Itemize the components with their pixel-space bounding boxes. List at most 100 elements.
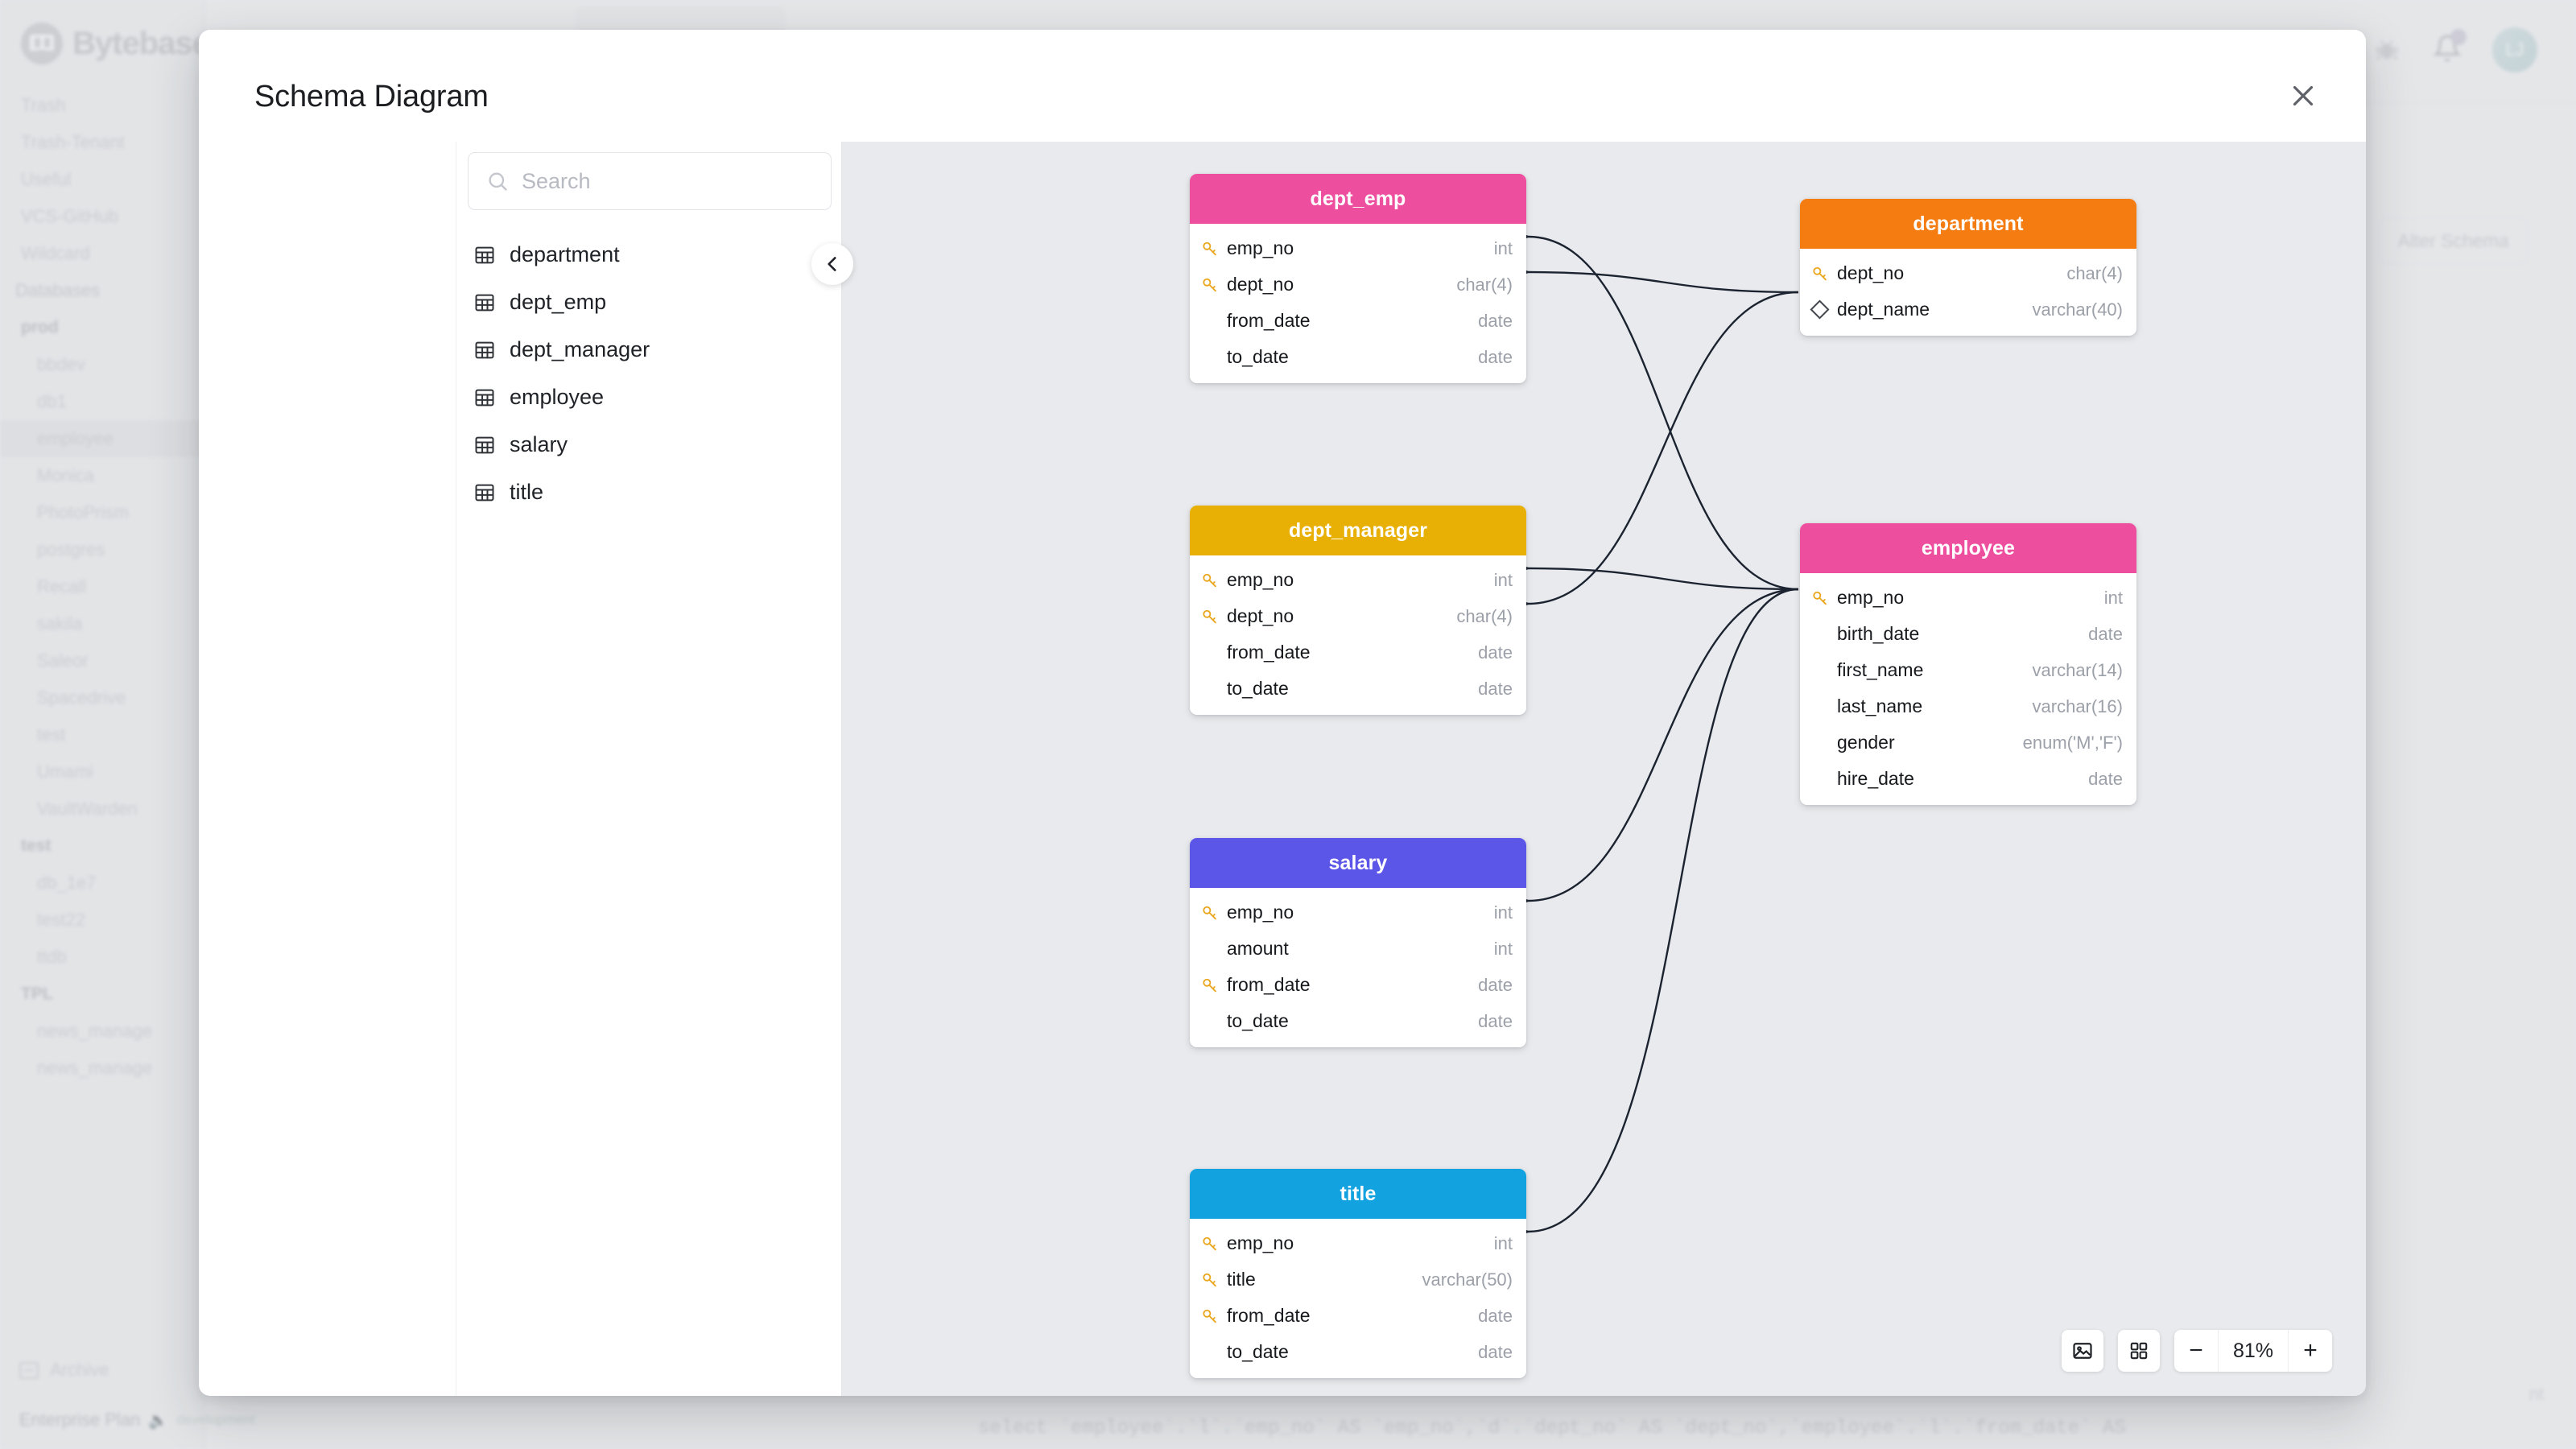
sidebar-item-useful[interactable]: Useful xyxy=(0,161,205,198)
sidebar-item-test[interactable]: test xyxy=(0,828,205,865)
sidebar-item-tpl[interactable]: TPL xyxy=(0,976,205,1013)
zoom-level-value[interactable]: 81% xyxy=(2218,1330,2289,1372)
table-list-item-label: dept_emp xyxy=(510,290,607,314)
image-export-button[interactable] xyxy=(2062,1330,2103,1372)
sidebar-item-ttdb[interactable]: ttdb xyxy=(0,939,205,976)
sidebar-item-label: employee xyxy=(37,428,114,448)
sidebar-item-prod[interactable]: prod xyxy=(0,309,205,346)
grid-icon xyxy=(2130,1342,2148,1360)
node-title-dept_emp: dept_emp xyxy=(1190,174,1526,224)
table-list-item-salary[interactable]: salary xyxy=(468,421,832,469)
bug-icon[interactable] xyxy=(2372,35,2402,65)
table-icon xyxy=(475,436,494,453)
sidebar-item-wildcard[interactable]: Wildcard xyxy=(0,235,205,272)
primary-key-icon xyxy=(1203,278,1216,291)
sidebar-item-vcs-github[interactable]: VCS-GitHub xyxy=(0,198,205,235)
sidebar-item-umami[interactable]: Umami xyxy=(0,753,205,791)
sidebar-item-db-1e7[interactable]: db_1e7 xyxy=(0,865,205,902)
sidebar-item-monica[interactable]: Monica xyxy=(0,457,205,494)
search-input[interactable] xyxy=(522,168,819,194)
sidebar-item-test22[interactable]: test22 xyxy=(0,902,205,939)
table-list-item-department[interactable]: department xyxy=(468,231,832,279)
column-name: title xyxy=(1227,1269,1256,1290)
zoom-out-button[interactable]: − xyxy=(2189,1337,2203,1364)
sidebar-item-recall[interactable]: Recall xyxy=(0,568,205,605)
sidebar-item-employee[interactable]: employee xyxy=(0,420,205,457)
node-title-dept_manager: dept_manager xyxy=(1190,506,1526,555)
relationship-edge xyxy=(1527,291,1799,605)
relationship-edges xyxy=(1506,227,1799,1241)
sidebar-item-bbdev[interactable]: bbdev xyxy=(0,346,205,383)
sidebar-item-test[interactable]: test xyxy=(0,716,205,753)
collapse-panel-button[interactable] xyxy=(811,243,853,285)
sidebar-item-postgres[interactable]: postgres xyxy=(0,531,205,568)
close-icon[interactable] xyxy=(2282,75,2324,117)
sidebar-item-saleor[interactable]: Saleor xyxy=(0,642,205,679)
relationship-edge xyxy=(1527,235,1799,591)
notification-wrapper[interactable] xyxy=(2432,28,2467,68)
sidebar-item-trash-tenant[interactable]: Trash-Tenant xyxy=(0,124,205,161)
diagram-toolbar: − 81% + xyxy=(2062,1330,2332,1372)
sidebar-item-photoprism[interactable]: PhotoPrism xyxy=(0,494,205,531)
alter-schema-button[interactable]: Alter Schema xyxy=(2379,217,2528,264)
sidebar-item-spacedrive[interactable]: Spacedrive xyxy=(0,679,205,716)
sidebar-item-db1[interactable]: db1 xyxy=(0,383,205,420)
sidebar-item-archive[interactable]: Archive xyxy=(0,1349,205,1391)
sidebar-item-vaultwarden[interactable]: VaultWarden xyxy=(0,791,205,828)
search-box[interactable] xyxy=(468,152,832,210)
table-list-item-dept_emp[interactable]: dept_emp xyxy=(468,279,832,326)
sidebar-item-databases: Databases xyxy=(0,272,205,309)
topbar-icons: LJ xyxy=(2372,27,2537,72)
table-list-item-title[interactable]: title xyxy=(468,469,832,516)
primary-key-icon-wrap xyxy=(1201,1235,1227,1253)
bell-icon[interactable] xyxy=(2432,32,2462,64)
primary-key-icon xyxy=(1813,591,1827,605)
column-name: dept_no xyxy=(1227,274,1294,295)
column-name: from_date xyxy=(1227,1305,1311,1326)
zoom-in-button[interactable]: + xyxy=(2303,1337,2318,1364)
sidebar-item-news-manage[interactable]: news_manage xyxy=(0,1013,205,1050)
avatar[interactable]: LJ xyxy=(2492,27,2537,72)
sidebar-item-trash[interactable]: Trash xyxy=(0,87,205,124)
sidebar-item-label: Wildcard xyxy=(21,243,90,263)
table-list-item-employee[interactable]: employee xyxy=(468,374,832,421)
table-list-item-dept_manager[interactable]: dept_manager xyxy=(468,326,832,374)
relationship-edge xyxy=(1527,567,1799,591)
sidebar-item-sakila[interactable]: sakila xyxy=(0,605,205,642)
sidebar-item-news-manage[interactable]: news_manage xyxy=(0,1050,205,1087)
column-type: date xyxy=(1478,1341,1513,1362)
grid-layout-button[interactable] xyxy=(2118,1330,2160,1372)
archive-label: Archive xyxy=(50,1360,109,1380)
